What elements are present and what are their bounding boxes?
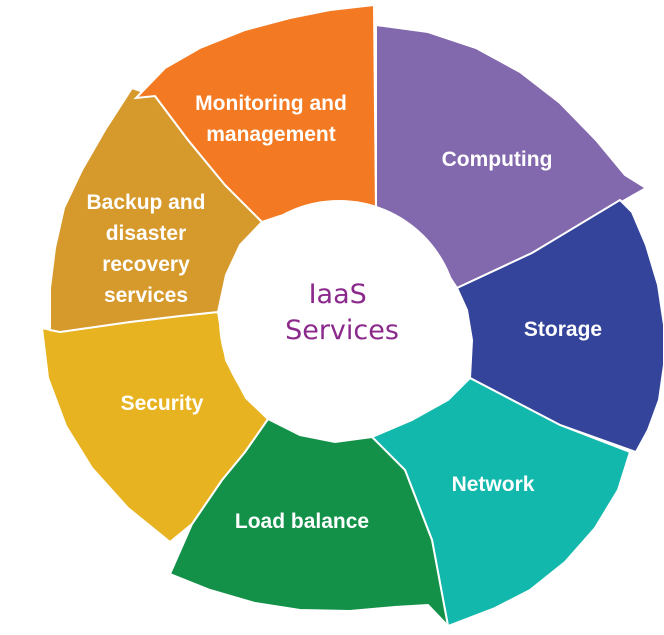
- segment-group: [40, 3, 664, 630]
- segment-label-backup: Backup and disaster recovery services: [86, 191, 205, 307]
- segment-label-line: Backup and: [86, 191, 205, 214]
- segment-label-line: disaster: [106, 222, 187, 245]
- center-hub: [219, 200, 459, 440]
- center-title-line: Services: [285, 315, 399, 346]
- segment-label-storage: Storage: [524, 318, 602, 341]
- segment-label-line: Storage: [524, 318, 602, 341]
- segment-label-line: services: [104, 284, 188, 307]
- segment-label-line: Computing: [442, 148, 553, 171]
- center-title: IaaS Services: [285, 279, 399, 346]
- segment-label-load-balance: Load balance: [235, 510, 369, 533]
- segment-label-line: Monitoring and: [195, 92, 347, 115]
- segment-label-security: Security: [121, 392, 204, 415]
- segment-label-line: Security: [121, 392, 204, 415]
- segment-label-computing: Computing: [442, 148, 553, 171]
- segment-load-balance: [168, 417, 450, 630]
- segment-label-monitoring: Monitoring and management: [195, 92, 347, 146]
- center-title-line: IaaS: [309, 279, 367, 310]
- segment-storage: [455, 198, 664, 454]
- segment-label-line: Load balance: [235, 510, 369, 533]
- segment-label-line: Network: [452, 473, 535, 496]
- segment-label-line: recovery: [102, 253, 190, 276]
- segment-label-network: Network: [452, 473, 535, 496]
- segment-label-line: management: [206, 123, 336, 146]
